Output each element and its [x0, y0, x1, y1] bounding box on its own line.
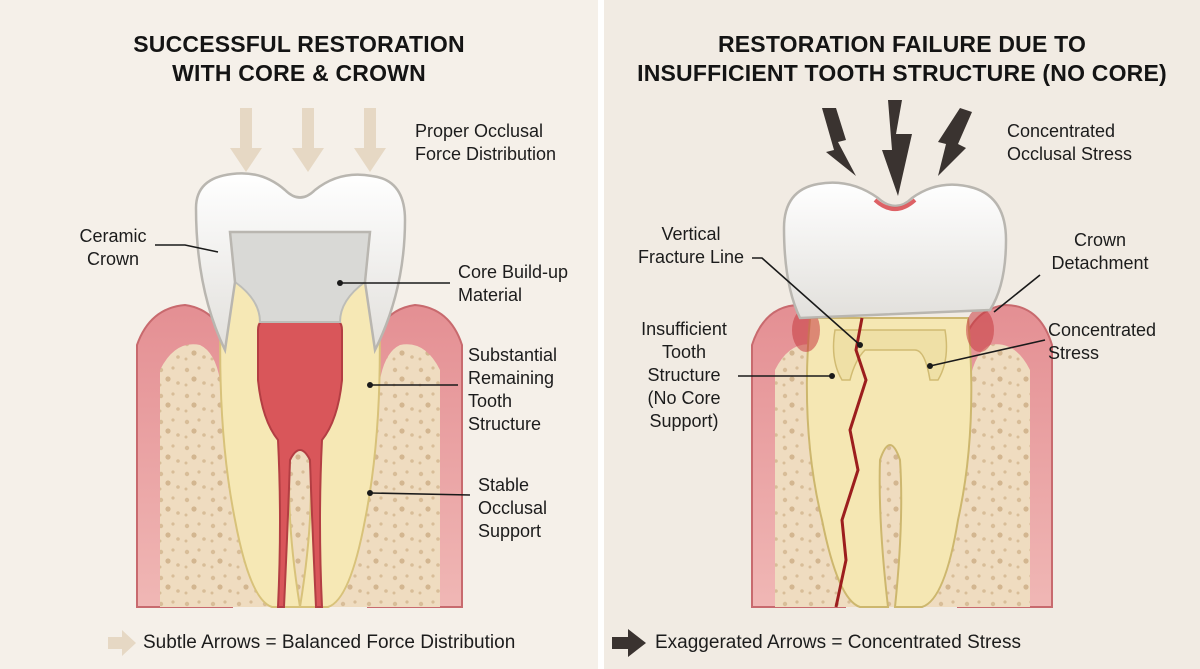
- left-title: SUCCESSFUL RESTORATION WITH CORE & CROWN: [133, 31, 465, 86]
- label-core-buildup: Core Build-up Material: [458, 262, 569, 305]
- leader-stress-side: [929, 339, 1046, 367]
- label-concentrated-occlusal-stress: Concentrated Occlusal Stress: [1007, 121, 1133, 164]
- left-crown: [194, 172, 407, 355]
- label-insufficient-structure: Insufficient Tooth Structure (No Core Su…: [641, 319, 727, 431]
- left-legend-arrow-icon: [108, 630, 136, 656]
- label-ceramic-crown: Ceramic Crown: [79, 226, 147, 269]
- right-canal: [832, 329, 948, 381]
- label-remaining-structure: Substantial Remaining Tooth Structure: [468, 345, 558, 434]
- right-legend: Exaggerated Arrows = Concentrated Stress: [655, 632, 1021, 653]
- panel-divider: [598, 0, 604, 669]
- label-crown-detachment: Crown Detachment: [1051, 230, 1149, 273]
- leader-fracture: [752, 257, 861, 346]
- right-dentin: [805, 317, 973, 608]
- left-force-arrows: [230, 108, 386, 172]
- left-core: [228, 231, 372, 323]
- label-stable-support: Stable Occlusal Support: [478, 475, 548, 541]
- label-concentrated-stress: Concentrated Stress: [1048, 320, 1157, 363]
- right-stress-arrows: [822, 100, 972, 196]
- right-crown: [782, 181, 1008, 320]
- left-pulp: [257, 317, 343, 608]
- right-title: RESTORATION FAILURE DUE TO INSUFFICIENT …: [637, 31, 1167, 86]
- label-vertical-fracture: Vertical Fracture Line: [637, 224, 745, 267]
- left-legend: Subtle Arrows = Balanced Force Distribut…: [143, 632, 516, 653]
- right-legend-arrow-icon: [612, 629, 646, 657]
- label-proper-force: Proper Occlusal Force Distribution: [415, 121, 557, 164]
- crown-stress-mark: [873, 198, 917, 211]
- leader-detachment: [993, 274, 1041, 313]
- leader-crown: [155, 244, 219, 253]
- right-tooth: [612, 100, 1053, 657]
- leader-support: [369, 492, 471, 496]
- fracture-line: [834, 317, 868, 608]
- left-tooth: [108, 108, 471, 656]
